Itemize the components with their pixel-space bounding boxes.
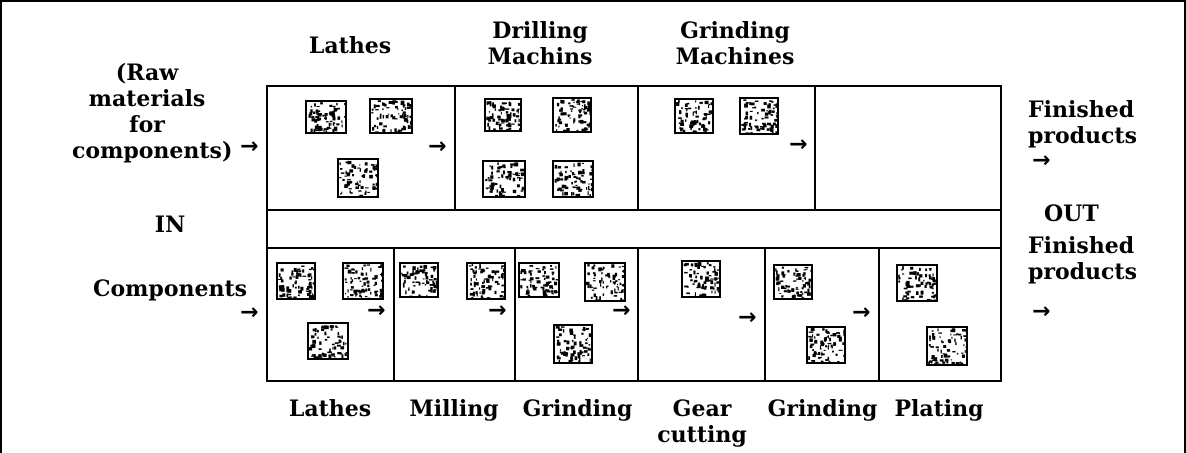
- machine-icon: [681, 260, 721, 298]
- machine-icon: [552, 97, 592, 133]
- bottom-divider-5: [878, 247, 880, 382]
- middle-aisle: [266, 209, 1002, 249]
- bottom-divider-4: [764, 247, 766, 382]
- machine-texture: [808, 328, 844, 362]
- machine-icon: [739, 97, 779, 135]
- finished-bottom-arrow: →: [1032, 299, 1051, 324]
- machine-texture: [898, 266, 936, 300]
- lathes-top-label: Lathes: [308, 33, 392, 59]
- machine-texture: [676, 100, 712, 132]
- grinding-bottom-label-1: Grinding: [522, 396, 633, 422]
- machine-icon: [896, 264, 938, 302]
- top-divider-3: [814, 85, 816, 211]
- finished-products-bottom-label: Finished products: [1028, 233, 1137, 285]
- flow-arrow: →: [789, 132, 808, 157]
- machine-texture: [308, 102, 345, 132]
- machine-texture: [741, 99, 777, 133]
- flow-arrow: →: [428, 134, 447, 159]
- finished-products-top-label: Finished products: [1028, 97, 1137, 149]
- top-divider-2: [637, 85, 639, 211]
- machine-texture: [555, 326, 591, 362]
- machine-icon: [307, 322, 349, 360]
- machine-icon: [773, 264, 813, 300]
- milling-label: Milling: [409, 396, 499, 422]
- machine-texture: [775, 266, 811, 298]
- machine-icon: [484, 98, 522, 132]
- machine-texture: [555, 99, 590, 131]
- bottom-divider-1: [393, 247, 395, 382]
- machine-icon: [399, 262, 439, 298]
- machine-texture: [485, 162, 524, 196]
- flow-arrow: →: [852, 300, 871, 325]
- machine-texture: [309, 325, 347, 358]
- out-label: OUT: [1044, 201, 1099, 227]
- machine-texture: [401, 264, 437, 296]
- machine-texture: [486, 101, 520, 130]
- machine-icon: [466, 262, 506, 300]
- bottom-process-box: [266, 247, 1002, 382]
- machine-texture: [371, 100, 411, 132]
- flow-arrow: →: [612, 298, 631, 323]
- lathes-bottom-label: Lathes: [288, 396, 372, 422]
- machine-icon: [337, 158, 379, 198]
- machine-icon: [926, 326, 968, 366]
- machine-icon: [482, 160, 526, 198]
- in-label: IN: [154, 212, 186, 238]
- machine-texture: [278, 265, 314, 298]
- grinding-machines-label: Grinding Machines: [675, 18, 795, 70]
- finished-top-arrow: →: [1032, 148, 1051, 173]
- bottom-divider-2: [514, 247, 516, 382]
- machine-icon: [552, 160, 594, 198]
- flow-arrow: →: [738, 305, 757, 330]
- machine-texture: [928, 328, 966, 364]
- components-label: Components: [92, 276, 248, 302]
- components-arrow: →: [240, 300, 259, 325]
- machine-icon: [584, 262, 626, 302]
- machine-texture: [586, 264, 624, 300]
- flow-arrow: →: [367, 298, 386, 323]
- grinding-bottom-label-2: Grinding: [767, 396, 878, 422]
- raw-materials-label: (Raw materials for components): [72, 60, 233, 164]
- machine-icon: [305, 100, 347, 134]
- machine-icon: [806, 326, 846, 364]
- bottom-divider-3: [637, 247, 639, 382]
- machine-texture: [344, 264, 382, 298]
- top-divider-1: [454, 85, 456, 211]
- gear-cutting-label: Gear cutting: [657, 396, 747, 448]
- raw-materials-arrow: →: [240, 134, 259, 159]
- machine-texture: [554, 162, 592, 196]
- machine-texture: [520, 265, 558, 296]
- machine-icon: [518, 262, 560, 298]
- machine-texture: [339, 160, 377, 196]
- drilling-machines-label: Drilling Machins: [487, 18, 593, 70]
- machine-icon: [369, 98, 413, 134]
- machine-texture: [468, 264, 504, 298]
- flow-arrow: →: [488, 298, 507, 323]
- machine-texture: [683, 262, 719, 296]
- machine-icon: [342, 262, 384, 300]
- machine-icon: [553, 324, 593, 364]
- plating-label: Plating: [894, 396, 984, 422]
- machine-icon: [276, 262, 316, 300]
- machine-icon: [674, 98, 714, 134]
